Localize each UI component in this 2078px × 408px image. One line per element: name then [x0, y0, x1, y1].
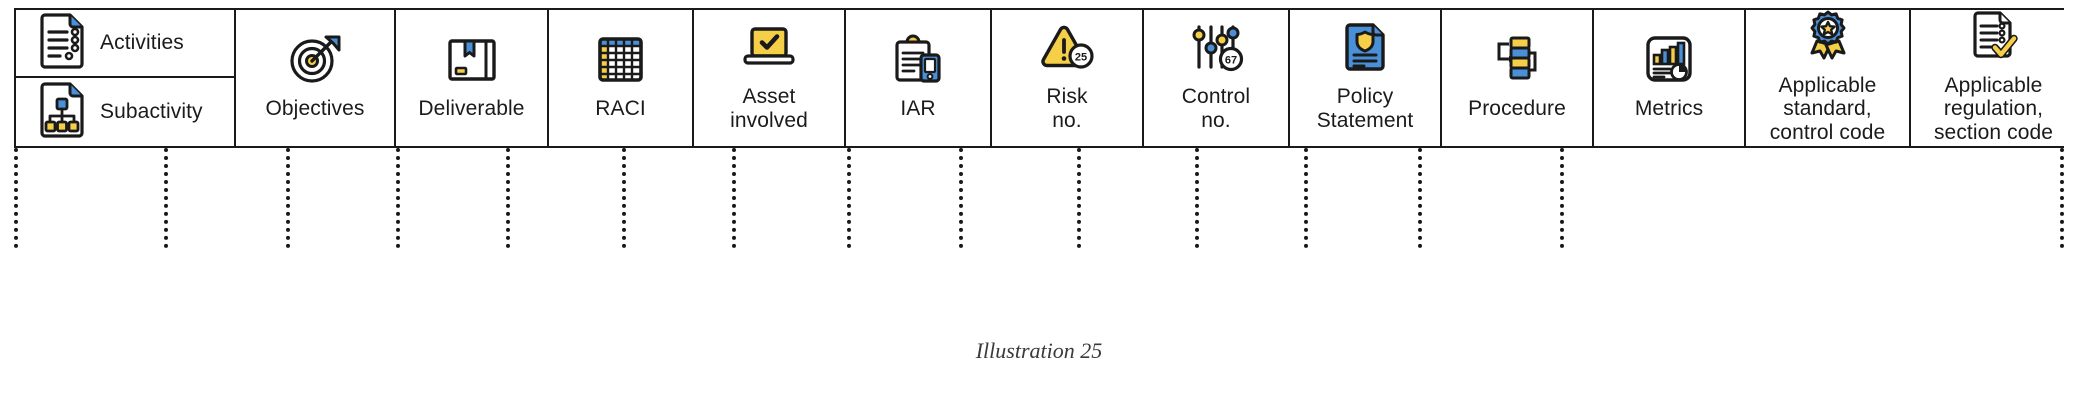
header-label-iar: IAR	[900, 97, 936, 121]
column-divider-dotted	[14, 148, 18, 248]
header-cell-procedure[interactable]: Procedure	[1442, 10, 1594, 146]
control-badge-number: 67	[1225, 55, 1237, 67]
column-divider-dotted	[959, 148, 963, 248]
column-divider-dotted	[286, 148, 290, 248]
award-rosette-icon	[1800, 10, 1856, 67]
column-divider-dotted	[1304, 148, 1308, 248]
document-lines-icon	[38, 12, 86, 74]
framework-table: Activities Subacti	[14, 8, 2076, 248]
package-box-icon	[444, 33, 500, 90]
header-label-procedure: Procedure	[1468, 97, 1566, 121]
header-label-activities: Activities	[100, 31, 184, 54]
header-cell-raci[interactable]: RACI	[549, 10, 694, 146]
document-shield-icon	[1339, 21, 1391, 78]
column-divider-dotted	[1560, 148, 1564, 248]
flowchart-icon	[1487, 33, 1547, 90]
laptop-check-icon	[741, 21, 797, 78]
clipboard-device-icon	[890, 33, 946, 90]
column-divider-dotted	[847, 148, 851, 248]
risk-badge-number: 25	[1075, 52, 1087, 64]
document-hierarchy-icon	[38, 81, 86, 143]
table-header-row: Activities Subacti	[14, 8, 2076, 148]
header-cell-deliverable[interactable]: Deliverable	[396, 10, 549, 146]
column-divider-dotted	[1077, 148, 1081, 248]
header-cell-subactivity[interactable]: Subactivity	[16, 78, 234, 146]
header-label-subactivity: Subactivity	[100, 100, 203, 123]
target-arrow-icon	[287, 33, 343, 90]
header-cell-objectives[interactable]: Objectives	[236, 10, 396, 146]
sliders-badge-icon: 67	[1188, 21, 1244, 78]
column-divider-dotted	[622, 148, 626, 248]
matrix-grid-icon	[594, 33, 648, 90]
header-cell-iar[interactable]: IAR	[846, 10, 992, 146]
header-cell-activities[interactable]: Activities	[16, 10, 234, 78]
warning-triangle-badge-icon: 25	[1038, 21, 1096, 78]
table-body-dotted-area	[14, 148, 2064, 248]
column-divider-dotted	[1195, 148, 1199, 248]
column-divider-dotted	[164, 148, 168, 248]
column-divider-dotted	[1418, 148, 1422, 248]
header-label-deliverable: Deliverable	[418, 97, 525, 121]
header-label-raci: RACI	[595, 97, 646, 121]
column-divider-dotted	[506, 148, 510, 248]
figure-caption: Illustration 25	[975, 338, 1103, 363]
document-checkmark-icon	[1967, 10, 2021, 67]
header-cell-metrics[interactable]: Metrics	[1594, 10, 1746, 146]
header-label-objectives: Objectives	[265, 97, 365, 121]
header-label-metrics: Metrics	[1634, 97, 1704, 121]
column-divider-dotted	[2060, 148, 2064, 248]
column-divider-dotted	[732, 148, 736, 248]
column-divider-dotted	[396, 148, 400, 248]
activities-subactivity-column: Activities Subacti	[16, 10, 236, 146]
bar-pie-chart-icon	[1643, 33, 1695, 90]
